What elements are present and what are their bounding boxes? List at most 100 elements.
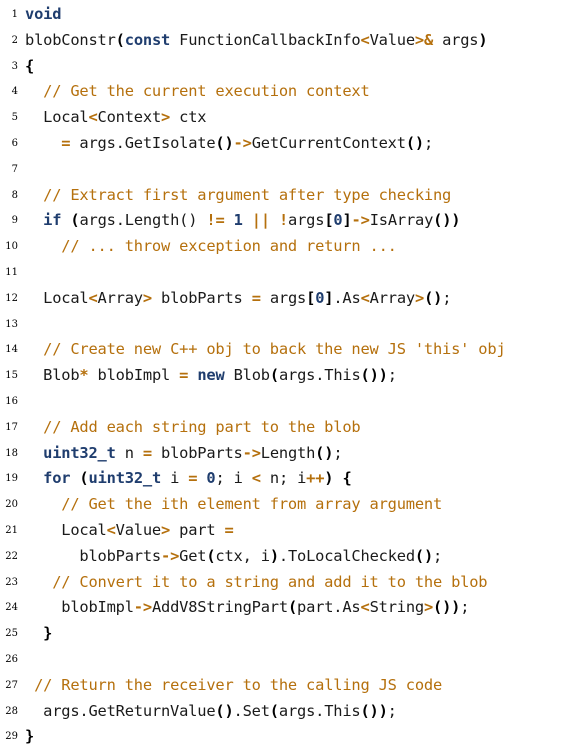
code-token: // Create new C++ obj to back the new JS…: [43, 340, 506, 359]
code-token: args.GetIsolate: [70, 133, 216, 152]
code-token: args.This: [278, 701, 361, 720]
code-line: 15 Blob* blobImpl = new Blob(args.This()…: [0, 363, 576, 389]
code-text: if (args.Length() != 1 || !args[0]->IsAr…: [25, 208, 460, 234]
code-text: uint32_t n = blobParts->Length();: [25, 441, 342, 467]
code-token: 0: [333, 211, 343, 230]
code-token: [25, 624, 43, 642]
code-token: ctx: [170, 108, 207, 127]
code-token: (: [206, 546, 216, 565]
code-token: Length: [260, 443, 316, 462]
code-text: }: [25, 621, 52, 647]
line-number: 24: [5, 602, 18, 614]
code-token: FunctionCallbackInfo: [170, 30, 361, 49]
code-text: // ... throw exception and return ...: [25, 234, 397, 260]
code-text: // Return the receiver to the calling JS…: [25, 673, 442, 699]
code-token: [25, 444, 43, 462]
line-number: 22: [5, 550, 18, 562]
code-token: ;: [333, 443, 343, 462]
code-line: 17 // Add each string part to the blob: [0, 415, 576, 441]
code-token: ()): [360, 366, 388, 385]
code-token: // Extract first argument after type che…: [43, 185, 452, 204]
code-line: 8 // Extract first argument after type c…: [0, 183, 576, 209]
code-token: [61, 211, 70, 229]
code-token: args: [433, 30, 479, 49]
code-line: 29}: [0, 724, 576, 750]
code-token: args.GetReturnValue: [25, 701, 216, 720]
code-line: 28 args.GetReturnValue().Set(args.This()…: [0, 699, 576, 725]
code-token: blobImpl: [25, 598, 134, 617]
code-token: =: [224, 520, 234, 539]
code-token: <: [88, 108, 98, 127]
code-text: // Extract first argument after type che…: [25, 183, 451, 209]
code-token: (: [287, 598, 298, 617]
code-token: ;: [433, 546, 443, 565]
code-token: 0: [206, 469, 216, 488]
code-token: <: [251, 469, 261, 488]
line-number: 16: [5, 395, 18, 407]
line-number: 8: [11, 189, 18, 201]
line-number: 18: [5, 447, 18, 459]
line-number: 13: [5, 318, 18, 330]
code-token: [: [306, 288, 316, 307]
code-token: [188, 366, 197, 384]
code-token: uint32_t: [43, 443, 116, 462]
code-line: 27 // Return the receiver to the calling…: [0, 673, 576, 699]
line-number: 28: [5, 705, 18, 717]
code-token: ): [324, 469, 334, 488]
code-token: ()): [433, 211, 461, 230]
code-token: [25, 340, 43, 358]
line-number: 3: [11, 60, 18, 72]
code-token: [25, 573, 52, 591]
code-text: {: [25, 54, 34, 80]
code-text: // Create new C++ obj to back the new JS…: [25, 337, 506, 363]
line-number: 29: [5, 731, 18, 743]
code-text: args.GetReturnValue().Set(args.This());: [25, 699, 397, 725]
code-token: }: [43, 624, 53, 643]
code-token: GetCurrentContext: [251, 133, 406, 152]
code-token: [25, 211, 43, 229]
code-token: [25, 82, 43, 100]
code-line: 23 // Convert it to a string and add it …: [0, 570, 576, 596]
code-token: *: [79, 366, 89, 385]
code-text: Local<Array> blobParts = args[0].As<Arra…: [25, 286, 451, 312]
code-token: !: [278, 211, 289, 230]
line-number: 26: [5, 653, 18, 665]
line-number: 9: [11, 215, 18, 227]
code-text: // Convert it to a string and add it to …: [25, 570, 487, 596]
code-token: ||: [251, 211, 270, 230]
code-token: (): [424, 288, 443, 307]
code-token: // Return the receiver to the calling JS…: [34, 675, 443, 694]
code-token: [225, 211, 234, 229]
code-token: i: [161, 469, 189, 488]
code-token: part: [170, 520, 225, 539]
code-line: 25 }: [0, 621, 576, 647]
code-token: blobImpl: [88, 366, 180, 385]
line-number: 21: [5, 524, 18, 536]
line-number: 10: [5, 241, 18, 253]
code-token: ;: [387, 701, 397, 720]
code-line: 16: [0, 389, 576, 415]
line-number: 6: [11, 137, 18, 149]
code-token: ->: [351, 211, 370, 230]
code-token: ; i: [215, 469, 252, 488]
code-line: 13: [0, 312, 576, 338]
code-token: >: [161, 520, 171, 539]
code-token: .ToLocalChecked: [278, 546, 415, 565]
code-text: Local<Value> part =: [25, 518, 234, 544]
code-token: <: [360, 598, 370, 617]
code-token: =: [179, 366, 189, 385]
code-token: args.Length(): [79, 211, 207, 230]
line-number: 11: [5, 266, 18, 278]
code-token: args.This: [278, 366, 361, 385]
code-token: !=: [206, 211, 225, 230]
code-line: 24 blobImpl->AddV8StringPart(part.As<Str…: [0, 595, 576, 621]
code-line: 7: [0, 157, 576, 183]
code-token: {: [342, 469, 352, 488]
code-token: Local: [25, 288, 89, 307]
code-text: blobImpl->AddV8StringPart(part.As<String…: [25, 595, 469, 621]
code-token: Array: [97, 288, 144, 307]
code-token: [25, 134, 61, 152]
line-number: 17: [5, 421, 18, 433]
